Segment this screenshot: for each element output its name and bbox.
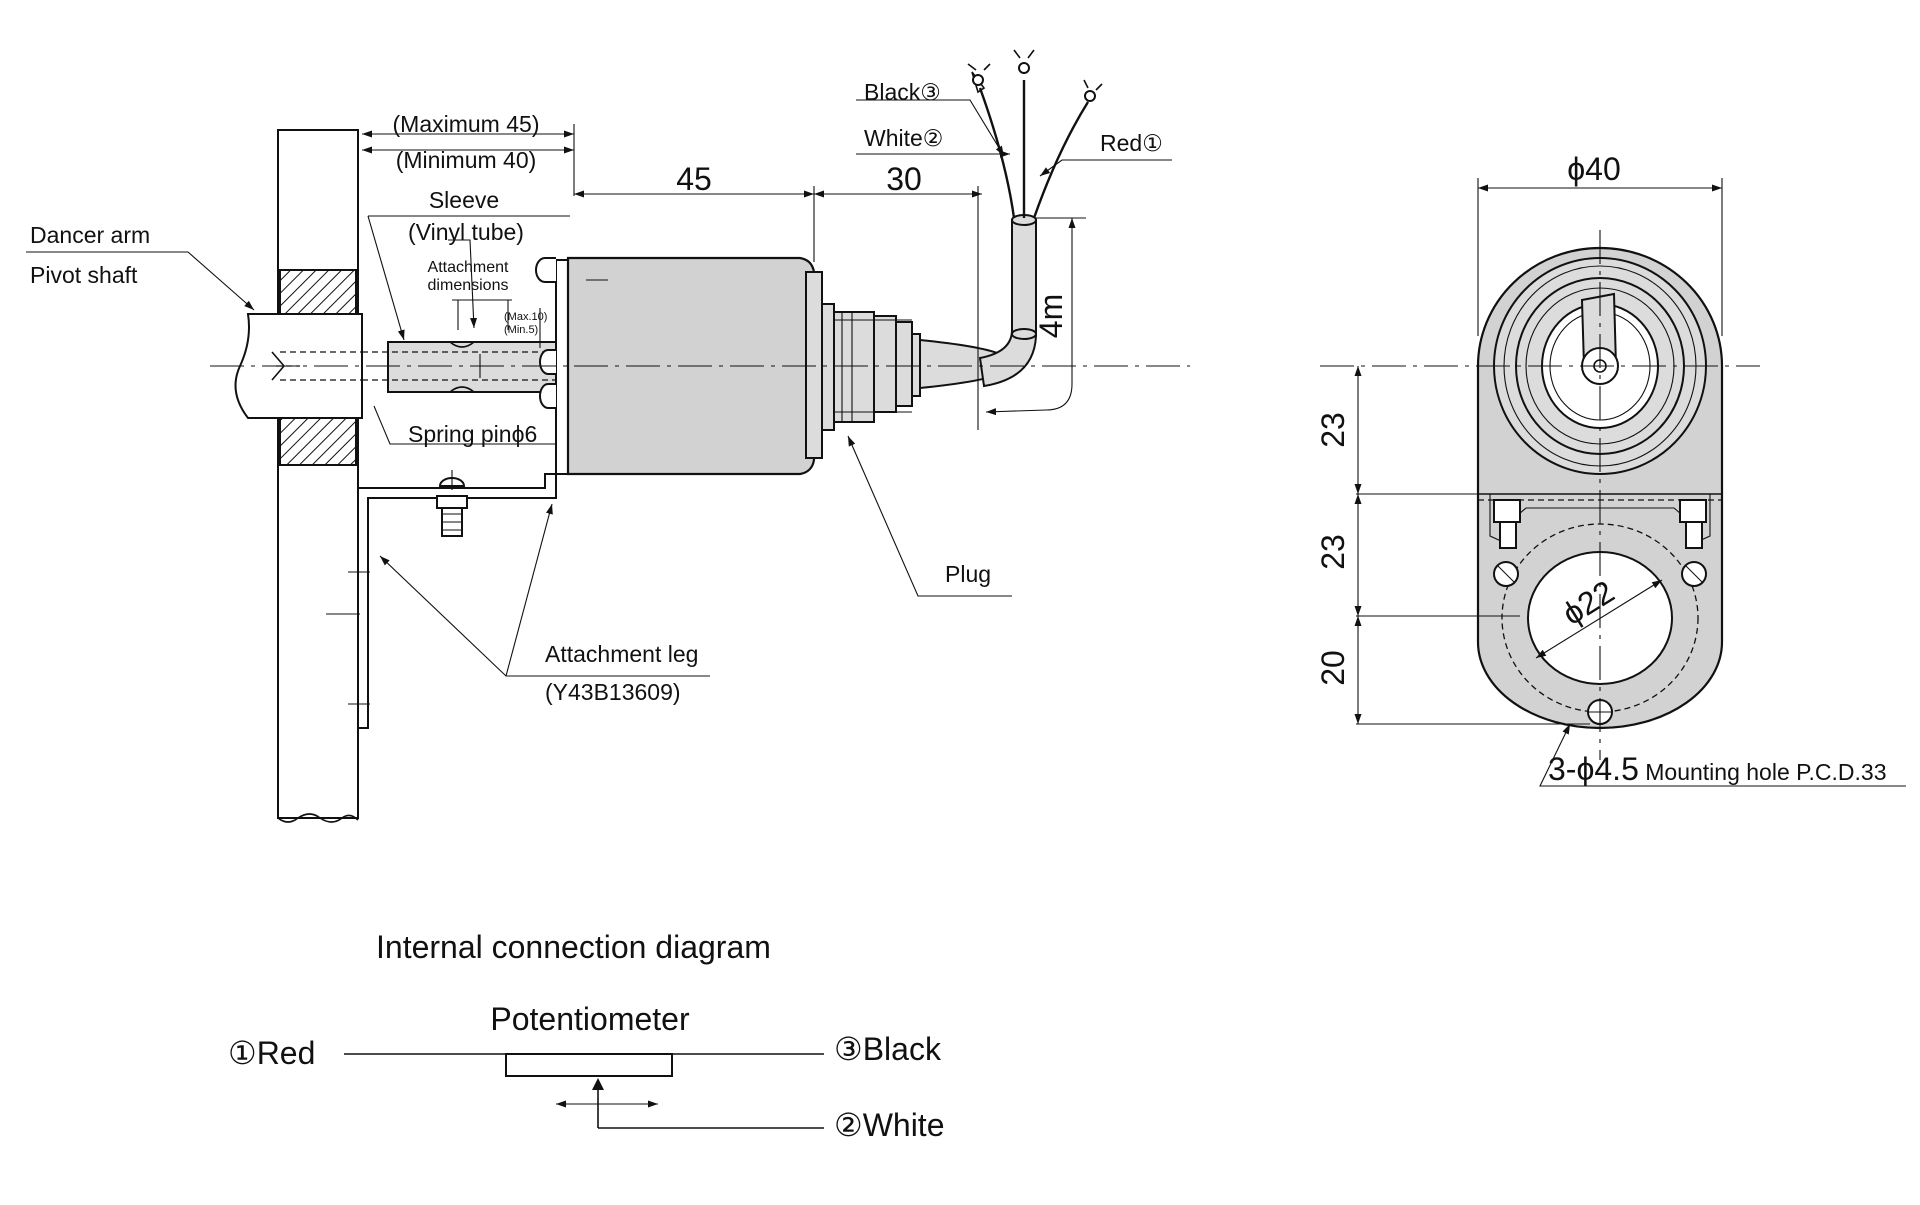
label-minimum: (Minimum 40) — [396, 147, 537, 173]
label-maximum: (Maximum 45) — [393, 111, 540, 137]
dancer-arm-plate — [277, 129, 359, 823]
attachment-leg — [326, 259, 569, 729]
label-max10: (Max.10) — [504, 311, 547, 323]
dim-45: 45 — [676, 161, 712, 197]
dim-30: 30 — [886, 161, 922, 197]
dim-23-lower: 23 — [1315, 534, 1351, 570]
front-dimensions — [1354, 178, 1906, 787]
label-spring-pin: Spring pinϕ6 — [408, 421, 537, 447]
front-view: ϕ40 23 23 20 ϕ22 3-ϕ4.5 Mounting hole P.… — [1315, 151, 1906, 787]
label-dancer-arm: Dancer arm — [30, 222, 150, 248]
lead-wires — [967, 49, 1103, 219]
label-plug: Plug — [945, 561, 991, 587]
terminal-red: ①Red — [228, 1035, 315, 1071]
label-attachment-leg: Attachment leg — [545, 641, 698, 667]
mounting-screws — [535, 257, 556, 409]
label-dimensions: dimensions — [428, 277, 509, 294]
label-leg-code: (Y43B13609) — [545, 679, 681, 705]
sleeve — [362, 341, 559, 393]
label-black-wire: Black③ — [864, 79, 941, 105]
dim-23-upper: 23 — [1315, 412, 1351, 448]
plug — [833, 311, 1001, 423]
label-red-wire: Red① — [1100, 130, 1163, 156]
mounting-hole-note: 3-ϕ4.5 Mounting hole P.C.D.33 — [1548, 751, 1886, 787]
dim-phi40: ϕ40 — [1567, 151, 1621, 187]
cable — [978, 214, 1037, 388]
label-attachment: Attachment — [428, 259, 509, 276]
label-min5: (Min.5) — [504, 324, 538, 336]
side-leaders — [26, 99, 1172, 677]
resistor-element — [505, 1053, 673, 1077]
pivot-shaft — [234, 313, 363, 419]
connection-title: Internal connection diagram — [376, 929, 771, 965]
label-sleeve: Sleeve — [429, 187, 499, 213]
label-pivot-shaft: Pivot shaft — [30, 262, 138, 288]
terminal-white: ②White — [834, 1107, 944, 1143]
side-dimensions — [362, 124, 1086, 430]
label-vinyl-tube: (Vinyl tube) — [408, 219, 524, 245]
terminal-black: ③Black — [834, 1031, 942, 1067]
side-labels: Dancer arm Pivot shaft (Maximum 45) (Min… — [30, 79, 1163, 705]
mounting-hole-pcd: Mounting hole P.C.D.33 — [1639, 759, 1887, 785]
dim-20: 20 — [1315, 650, 1351, 686]
mounting-hole-spec: 3-ϕ4.5 — [1548, 751, 1639, 787]
connection-diagram: Internal connection diagram Potentiomete… — [228, 929, 944, 1143]
dim-cable-length: 4m — [1033, 294, 1069, 338]
side-view: Dancer arm Pivot shaft (Maximum 45) (Min… — [26, 49, 1190, 823]
label-white-wire: White② — [864, 125, 943, 151]
potentiometer-label: Potentiometer — [490, 1001, 690, 1037]
